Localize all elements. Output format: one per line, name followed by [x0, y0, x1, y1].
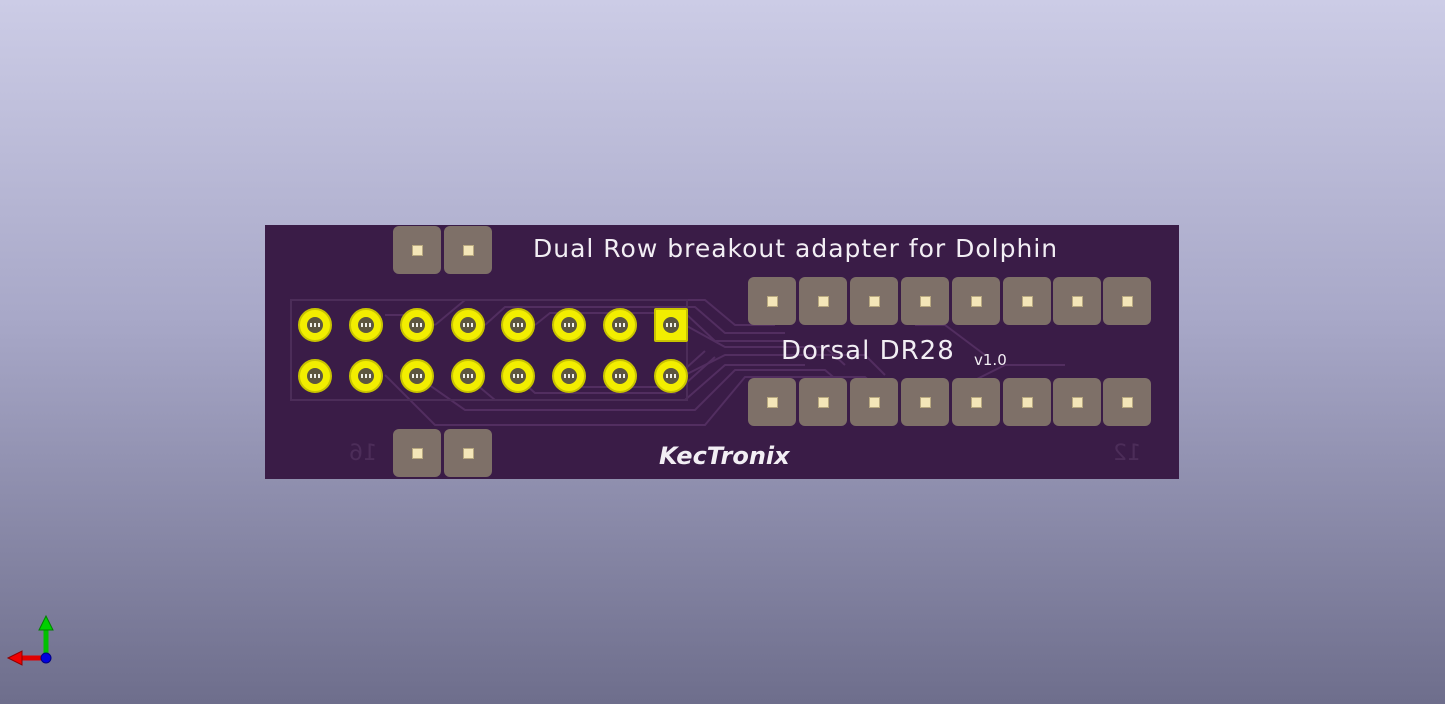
upper-row-pad[interactable] [1103, 277, 1151, 325]
through-hole-pad[interactable] [603, 359, 637, 393]
ghost-silk-right: 12 [1113, 441, 1141, 466]
lower-row-pad[interactable] [1053, 378, 1101, 426]
ghost-silk-left: 16 [349, 441, 377, 466]
board-brand: KecTronix [659, 442, 790, 470]
upper-row-pad[interactable] [748, 277, 796, 325]
through-hole-pad[interactable] [654, 359, 688, 393]
upper-row-pad[interactable] [850, 277, 898, 325]
lower-row-pad[interactable] [850, 378, 898, 426]
bottom-header-pad[interactable] [444, 429, 492, 477]
upper-row-pad[interactable] [952, 277, 1000, 325]
upper-row-pad[interactable] [1003, 277, 1051, 325]
upper-row-pad[interactable] [799, 277, 847, 325]
board-title: Dual Row breakout adapter for Dolphin [533, 234, 1059, 263]
bottom-header-pad[interactable] [393, 429, 441, 477]
through-hole-pad[interactable] [349, 359, 383, 393]
through-hole-pad[interactable] [349, 308, 383, 342]
through-hole-pad-pin1[interactable] [654, 308, 688, 342]
through-hole-pad[interactable] [451, 308, 485, 342]
through-hole-pad[interactable] [298, 308, 332, 342]
lower-row-pad[interactable] [799, 378, 847, 426]
through-hole-pad[interactable] [501, 359, 535, 393]
through-hole-pad[interactable] [501, 308, 535, 342]
board-version: v1.0 [974, 351, 1007, 369]
xyz-axis-icon [6, 614, 54, 666]
board-model: Dorsal DR28 [781, 336, 955, 366]
through-hole-pad[interactable] [451, 359, 485, 393]
upper-row-pad[interactable] [1053, 277, 1101, 325]
lower-row-pad[interactable] [952, 378, 1000, 426]
through-hole-pad[interactable] [400, 308, 434, 342]
through-hole-pad[interactable] [603, 308, 637, 342]
through-hole-pad[interactable] [552, 308, 586, 342]
through-hole-pad[interactable] [552, 359, 586, 393]
lower-row-pad[interactable] [1003, 378, 1051, 426]
lower-row-pad[interactable] [901, 378, 949, 426]
through-hole-pad[interactable] [298, 359, 332, 393]
lower-row-pad[interactable] [748, 378, 796, 426]
top-header-pad[interactable] [393, 226, 441, 274]
upper-row-pad[interactable] [901, 277, 949, 325]
lower-row-pad[interactable] [1103, 378, 1151, 426]
through-hole-pad[interactable] [400, 359, 434, 393]
top-header-pad[interactable] [444, 226, 492, 274]
pcb-board[interactable]: 16 12 Dual Row breakout adapter for Dolp… [265, 225, 1179, 479]
